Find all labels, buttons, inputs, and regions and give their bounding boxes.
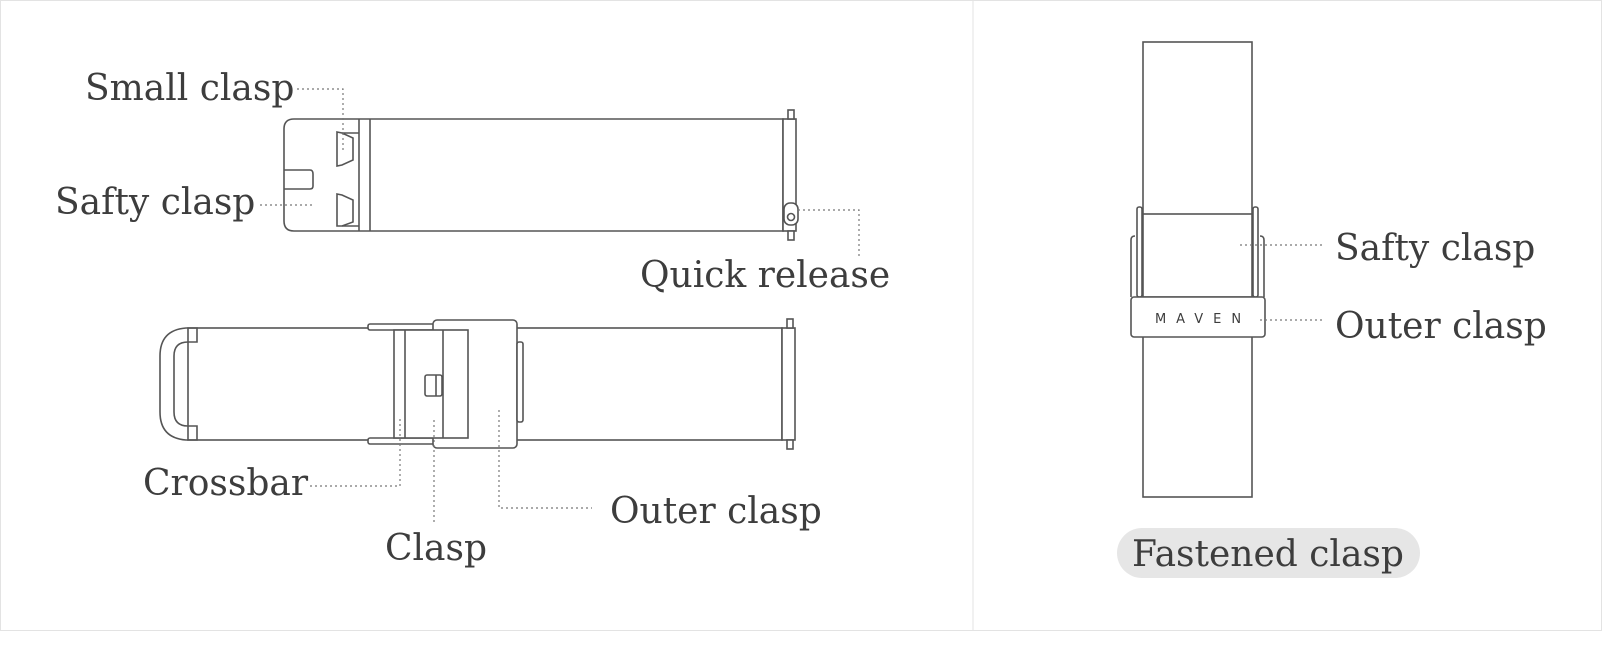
caption-pill — [1117, 528, 1420, 578]
label-small-clasp: Small clasp — [85, 68, 294, 109]
bottom-strap-leaders — [310, 410, 592, 522]
label-safety-clasp: Safty clasp — [55, 182, 255, 223]
top-strap-leaders — [260, 88, 860, 258]
bottom-strap-illustration — [159, 318, 796, 450]
label-clasp: Clasp — [385, 528, 487, 569]
label-crossbar: Crossbar — [143, 463, 309, 504]
top-strap-illustration — [283, 109, 799, 241]
label-outer-clasp: Outer clasp — [610, 491, 822, 532]
label-fastened-outer-clasp: Outer clasp — [1335, 306, 1547, 347]
fastened-strap-illustration: MAVEN — [1130, 41, 1266, 498]
caption-fastened-clasp: Fastened clasp — [1132, 534, 1404, 575]
fastened-leaders — [1240, 244, 1322, 321]
label-quick-release: Quick release — [640, 255, 890, 296]
brand-logo: MAVEN — [1155, 312, 1251, 327]
label-fastened-safety-clasp: Safty clasp — [1335, 228, 1535, 269]
